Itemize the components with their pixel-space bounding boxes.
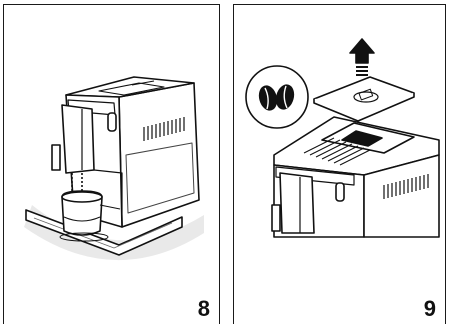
figure-panel-9: 9 — [233, 4, 446, 324]
bean-container-lid-removal-illustration — [245, 38, 440, 238]
up-arrow-icon — [349, 38, 375, 76]
figure-panel-8: 8 — [3, 4, 220, 324]
coffee-machine-with-cup-illustration — [24, 76, 204, 261]
figure-number: 8 — [197, 296, 210, 321]
figure-number: 9 — [423, 296, 436, 321]
